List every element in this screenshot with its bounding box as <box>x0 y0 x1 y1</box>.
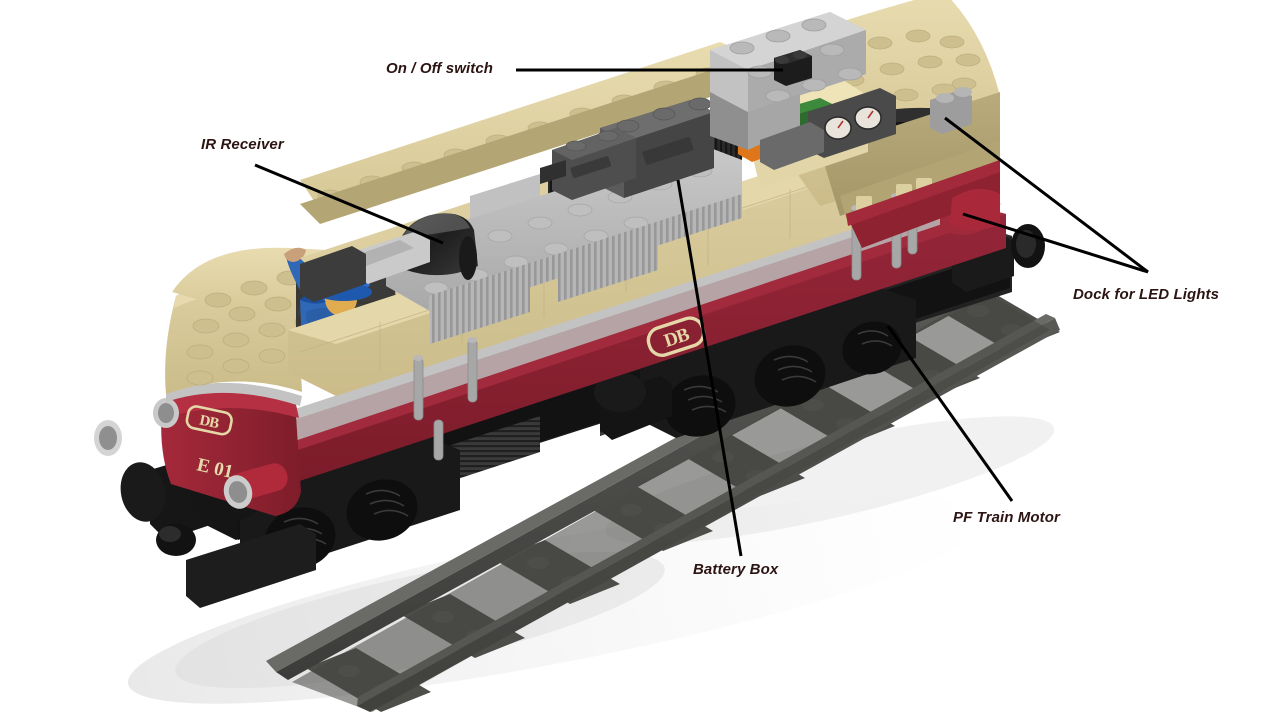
buffer-right <box>223 463 288 509</box>
svg-text:DB: DB <box>198 413 221 433</box>
on-off-switch <box>710 12 866 150</box>
label-on-off-switch: On / Off switch <box>386 60 494 77</box>
buffer-left <box>153 398 179 428</box>
label-dock-for-led-lights: Dock for LED Lights <box>1073 286 1220 303</box>
label-pf-train-motor: PF Train Motor <box>953 509 1060 526</box>
label-battery-box: Battery Box <box>693 561 779 578</box>
label-ir-receiver: IR Receiver <box>201 136 284 153</box>
body-lower-red-band: DB <box>194 192 1006 502</box>
instrument-gauges <box>760 88 896 170</box>
battery-box <box>540 97 714 200</box>
